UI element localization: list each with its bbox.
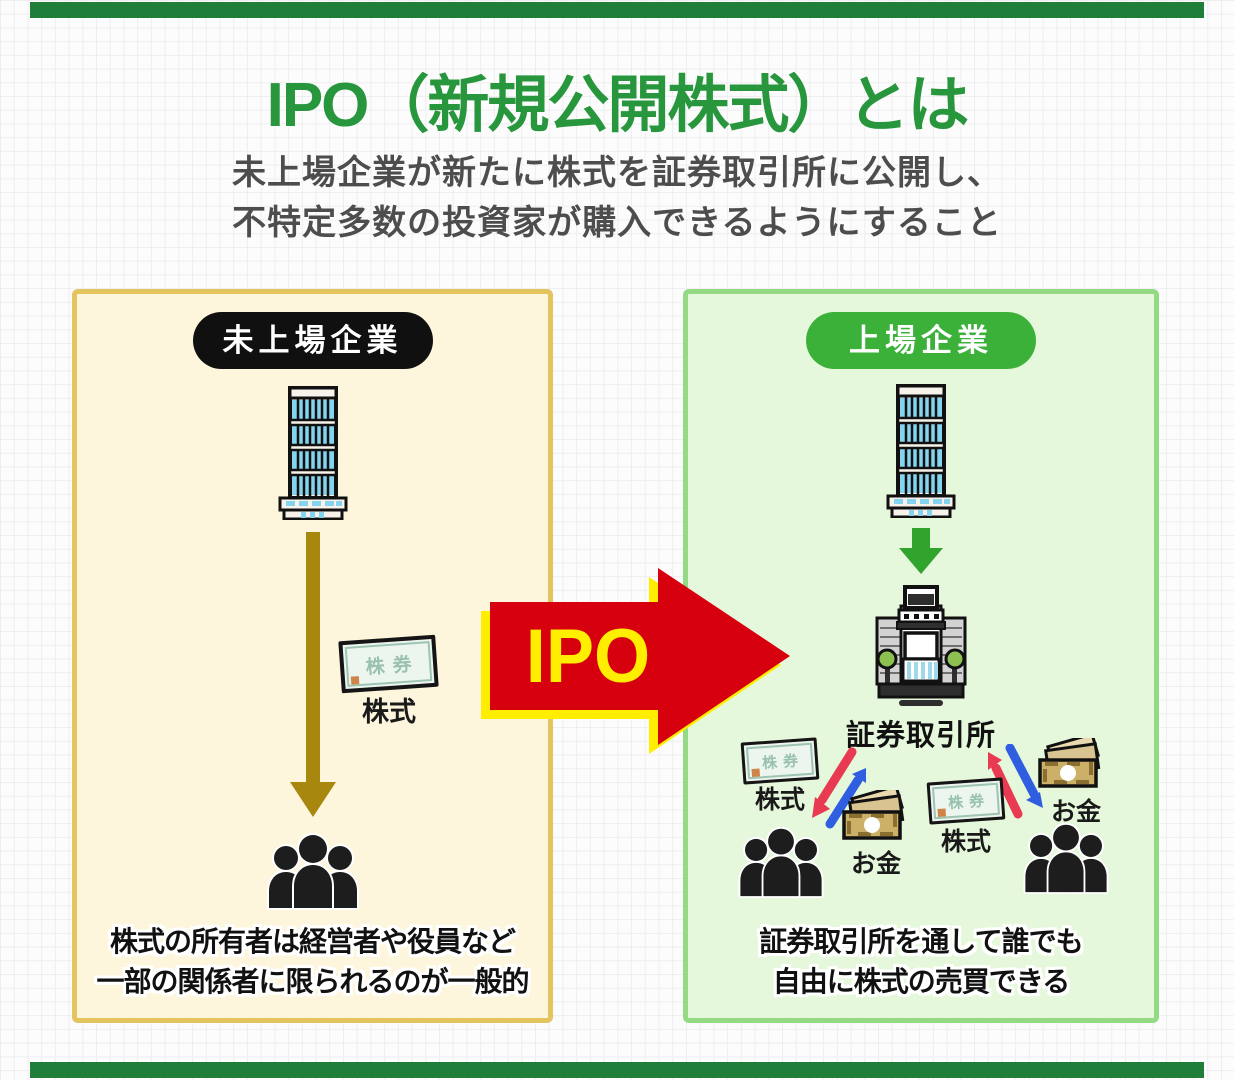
- sell-arrow-icon: [988, 752, 1023, 819]
- subtitle-line-1: 未上場企業が新たに株式を証券取引所に公開し、: [232, 154, 1002, 192]
- listed-company-badge: 上場企業: [806, 312, 1036, 369]
- unlisted-caption: 株式の所有者は経営者や役員など 一部の関係者に限られるのが一般的: [77, 922, 548, 1002]
- unlisted-company-panel: 未上場企業: [72, 289, 553, 1023]
- subtitle-line-2: 不特定多数の投資家が購入できるようにすること: [232, 204, 1002, 243]
- certificate-stamp: [937, 808, 947, 817]
- office-building-icon: [276, 384, 350, 520]
- transfer-down-arrow-icon: [289, 532, 336, 817]
- banknotes-icon: [1036, 738, 1102, 790]
- listing-down-arrow-icon: [899, 528, 943, 574]
- ipo-right-arrow-icon: [470, 550, 810, 765]
- certificate-label: 株式: [754, 786, 805, 814]
- ipo-arrow-label: IPO: [525, 613, 651, 699]
- page-title: IPO（新規公開株式）とは: [266, 71, 970, 140]
- money-label: お金: [850, 850, 901, 878]
- unlisted-caption-line-1: 株式の所有者は経営者や役員など: [109, 926, 516, 957]
- stock-exchange-building-icon: [871, 580, 971, 710]
- certificate-label: 株式: [362, 697, 416, 727]
- money-label: お金: [1050, 798, 1101, 826]
- office-building-icon: [884, 382, 958, 518]
- page-subtitle: 未上場企業が新たに株式を証券取引所に公開し、 不特定多数の投資家が購入できるよう…: [0, 148, 1234, 249]
- stock-certificate-icon: 株券: [338, 634, 439, 694]
- exchange-label: 証券取引所: [845, 720, 996, 752]
- sell-arrow-icon: [812, 747, 857, 818]
- top-accent-bar: [30, 2, 1204, 18]
- buy-arrow-icon: [1005, 744, 1043, 808]
- certificate-stamp: [350, 676, 360, 685]
- listed-caption: 証券取引所を通して誰でも 自由に株式の売買できる: [688, 922, 1154, 1002]
- buy-arrow-icon: [825, 768, 866, 829]
- trade-arrows: [800, 744, 876, 830]
- banknotes-icon: [840, 790, 906, 842]
- certificate-label: 株式: [940, 828, 991, 856]
- investors-group-icon: [733, 822, 829, 900]
- trade-arrows: [982, 744, 1058, 824]
- listed-company-panel: 上場企業: [683, 289, 1159, 1023]
- stock-certificate-icon: 株券: [926, 777, 1006, 825]
- certificate-stamp: [751, 768, 761, 777]
- shareholders-group-icon: [261, 828, 365, 912]
- listed-caption-line-2: 自由に株式の売買できる: [772, 965, 1070, 997]
- unlisted-company-badge: 未上場企業: [192, 312, 433, 369]
- listed-caption-line-1: 証券取引所を通して誰でも: [759, 926, 1083, 957]
- investors-group-icon: [1018, 818, 1114, 896]
- unlisted-caption-line-2: 一部の関係者に限られるのが一般的: [96, 965, 529, 997]
- bottom-accent-bar: [30, 1062, 1204, 1078]
